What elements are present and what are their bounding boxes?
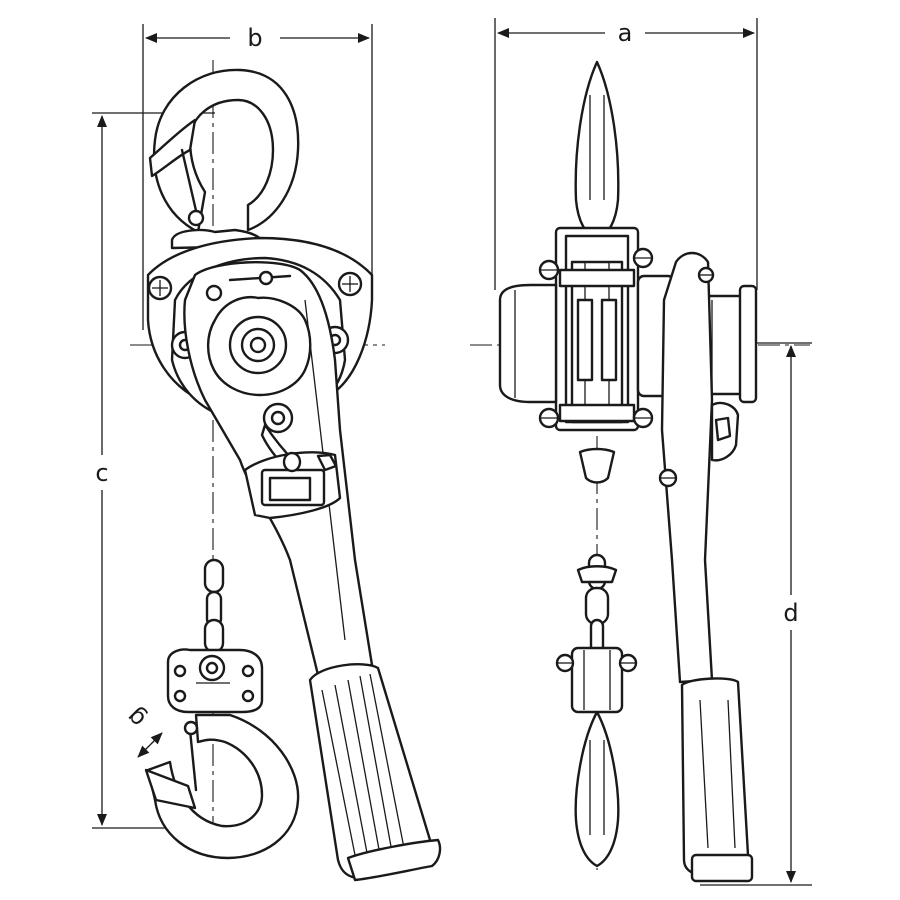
dimension-label-b: b: [247, 24, 262, 52]
side-hub: [498, 283, 558, 404]
handle-grip: [308, 663, 442, 882]
gear-knob: [206, 296, 312, 397]
dimension-a: a: [494, 18, 758, 290]
dimension-g: g: [121, 703, 163, 758]
bottom-block: [166, 648, 264, 714]
top-hook: [148, 68, 300, 250]
dimension-b: b: [142, 24, 373, 330]
side-top-hook: [574, 60, 620, 254]
bottom-hook: [144, 713, 300, 860]
side-bolts: [538, 247, 654, 429]
dimension-label-g: g: [121, 703, 152, 734]
dimension-label-a: a: [618, 19, 633, 47]
side-view: [498, 60, 758, 883]
side-bottom-hook: [574, 710, 620, 868]
side-chain: [576, 447, 618, 658]
side-handle-grip: [680, 677, 754, 883]
selector-switch: [243, 451, 342, 520]
dimension-label-d: d: [783, 599, 798, 627]
side-bottom-block: [555, 646, 638, 714]
side-frame: [554, 226, 640, 432]
front-view: [144, 68, 442, 882]
front-chain: [203, 558, 225, 654]
side-lever: [658, 251, 740, 684]
dimension-label-c: c: [95, 459, 108, 487]
